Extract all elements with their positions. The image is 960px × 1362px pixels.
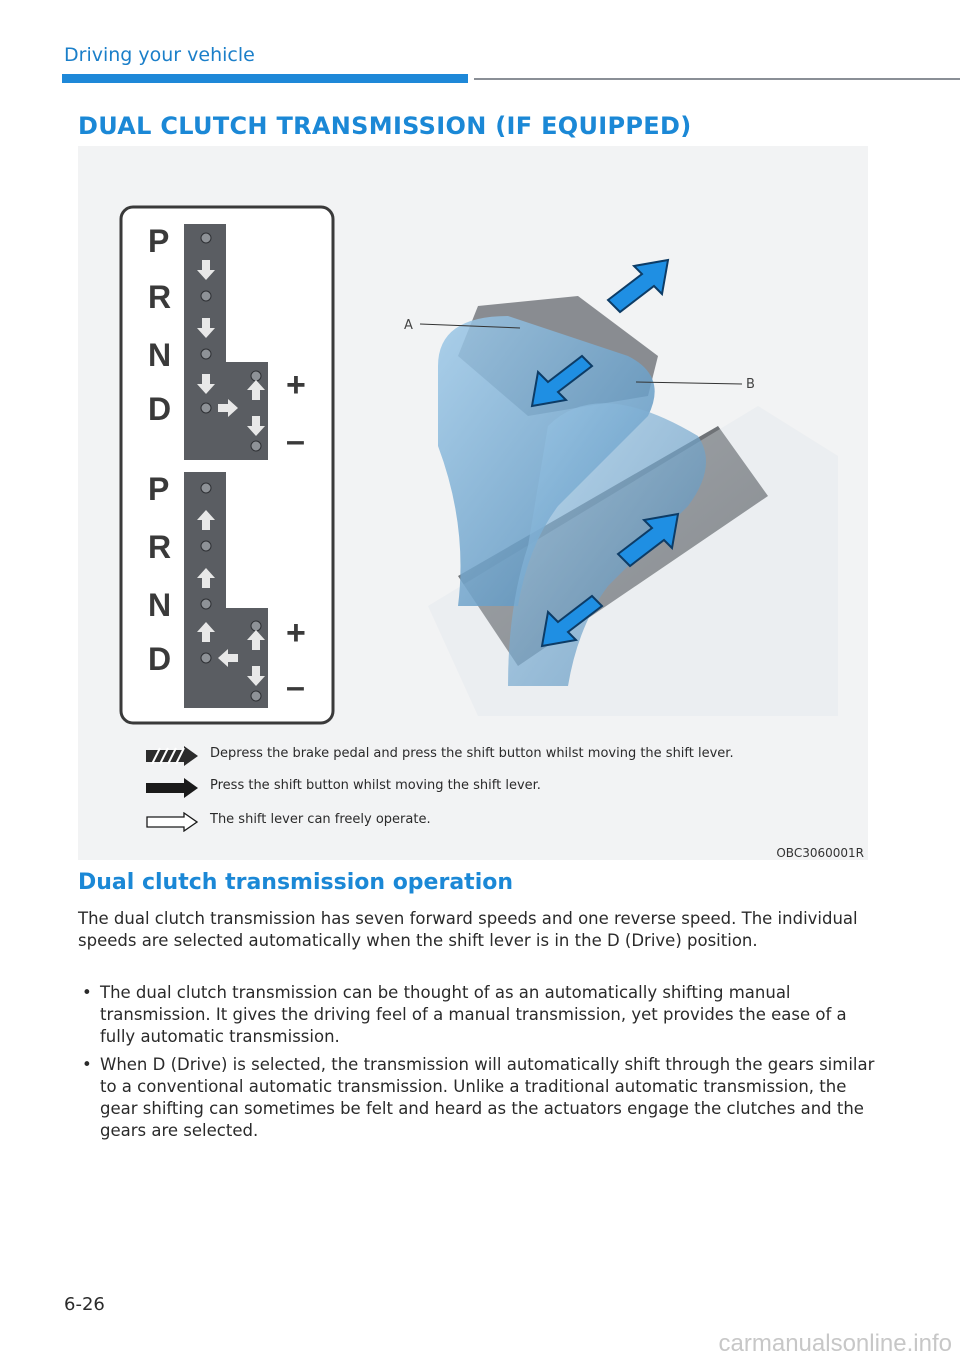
watermark: carmanualsonline.info	[718, 1330, 952, 1357]
gate-letter-r-bottom: R	[148, 529, 171, 565]
gate-letter-d-bottom: D	[148, 641, 171, 677]
bullet-list: •The dual clutch transmission can be tho…	[78, 982, 878, 1148]
solid-arrow-icon	[146, 778, 198, 798]
gate-plate-bottom	[184, 472, 268, 708]
callout-label-b: B	[746, 377, 755, 392]
section-subheading: Dual clutch transmission operation	[78, 870, 514, 895]
legend-text-solid: Press the shift button whilst moving the…	[210, 778, 541, 793]
gate-plate-top	[184, 224, 268, 460]
gate-letter-p-bottom: P	[148, 471, 169, 507]
shift-gate-diagram: P R N D + – P R N D + –	[119, 205, 335, 725]
arrow-down-top	[530, 354, 594, 408]
gate-letter-r-top: R	[148, 279, 171, 315]
plus-symbol-top: +	[286, 366, 306, 404]
gate-letter-p-top: P	[148, 223, 169, 259]
arrow-up-top	[606, 258, 670, 314]
legend-text-hatched: Depress the brake pedal and press the sh…	[210, 746, 734, 761]
arrow-up-bottom	[616, 512, 680, 568]
header-rule-blue	[62, 74, 468, 83]
list-item: •The dual clutch transmission can be tho…	[82, 983, 847, 1046]
intro-paragraph: The dual clutch transmission has seven f…	[78, 909, 858, 950]
callout-label-a: A	[404, 318, 413, 333]
gate-arrows-top	[197, 260, 265, 436]
plus-symbol-bottom: +	[286, 614, 306, 652]
shift-diagram-figure: P R N D + – P R N D + –	[78, 146, 868, 860]
gate-arrows-bottom	[197, 510, 265, 686]
hatched-arrow-icon	[146, 746, 198, 766]
gate-dots-bottom	[200, 482, 262, 702]
arrow-down-bottom	[540, 594, 604, 648]
bullet-text: The dual clutch transmission can be thou…	[100, 983, 847, 1046]
bullet-text: When D (Drive) is selected, the transmis…	[100, 1055, 875, 1140]
minus-symbol-bottom: –	[286, 668, 305, 706]
section-header: Driving your vehicle	[64, 44, 255, 66]
gate-dots-top	[200, 232, 262, 452]
gate-letter-n-top: N	[148, 337, 171, 373]
figure-code: OBC3060001R	[776, 846, 864, 860]
legend-row-hatched: Depress the brake pedal and press the sh…	[146, 744, 826, 770]
gate-letter-d-top: D	[148, 391, 171, 427]
page-number: 6-26	[64, 1294, 105, 1315]
legend-row-solid: Press the shift button whilst moving the…	[146, 776, 826, 802]
minus-symbol-top: –	[286, 422, 305, 460]
shift-lever-illustration	[419, 258, 838, 716]
outline-arrow-icon	[146, 812, 198, 832]
legend-row-outline: The shift lever can freely operate.	[146, 810, 826, 836]
gate-letter-n-bottom: N	[148, 587, 171, 623]
list-item: •When D (Drive) is selected, the transmi…	[82, 1055, 875, 1140]
legend-text-outline: The shift lever can freely operate.	[210, 812, 431, 827]
header-rule-gray	[474, 78, 960, 80]
page-title: DUAL CLUTCH TRANSMISSION (IF EQUIPPED)	[78, 112, 692, 140]
